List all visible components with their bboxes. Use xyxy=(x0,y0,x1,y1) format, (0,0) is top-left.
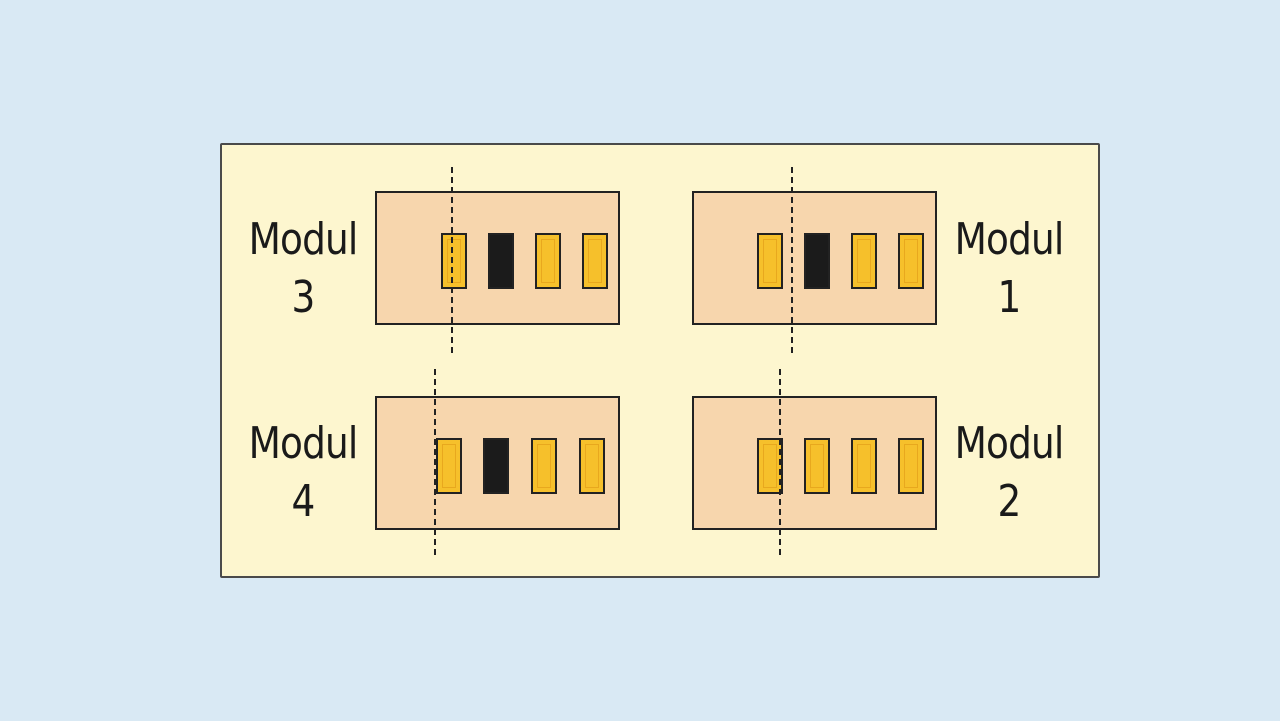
module-1-label: Modul 1 xyxy=(954,211,1065,327)
module-1-switch-block xyxy=(692,191,937,325)
module-1-switch-2[interactable] xyxy=(804,233,830,289)
module-4-switch-1[interactable] xyxy=(436,438,462,494)
module-3-switch-4[interactable] xyxy=(582,233,608,289)
module-4-label: Modul 4 xyxy=(248,415,359,531)
module-2-label-number: 2 xyxy=(997,476,1022,527)
module-3-label-name: Modul xyxy=(248,214,359,265)
module-2-reference-line xyxy=(779,369,781,555)
module-3-switch-2[interactable] xyxy=(488,233,514,289)
module-3-switch-1[interactable] xyxy=(441,233,467,289)
module-3-reference-line xyxy=(451,167,453,353)
dip-switch-panel: Modul 3 Modul 1 Modul 4 xyxy=(220,143,1100,578)
module-4-reference-line xyxy=(434,369,436,555)
module-3-label: Modul 3 xyxy=(248,211,359,327)
module-4-label-name: Modul xyxy=(248,418,359,469)
module-4-switch-3[interactable] xyxy=(531,438,557,494)
module-2-switch-block xyxy=(692,396,937,530)
module-1-reference-line xyxy=(791,167,793,353)
module-1-label-name: Modul xyxy=(954,214,1065,265)
module-3-switch-3[interactable] xyxy=(535,233,561,289)
module-4-label-number: 4 xyxy=(291,476,316,527)
module-1-switch-3[interactable] xyxy=(851,233,877,289)
module-4-switch-2[interactable] xyxy=(483,438,509,494)
module-2-label-name: Modul xyxy=(954,418,1065,469)
module-1-switch-4[interactable] xyxy=(898,233,924,289)
module-2-switch-3[interactable] xyxy=(851,438,877,494)
module-2-label: Modul 2 xyxy=(954,415,1065,531)
module-1-label-number: 1 xyxy=(997,272,1022,323)
module-2-switch-4[interactable] xyxy=(898,438,924,494)
module-1-switch-1[interactable] xyxy=(757,233,783,289)
module-3-label-number: 3 xyxy=(291,272,316,323)
module-2-switch-2[interactable] xyxy=(804,438,830,494)
module-4-switch-block xyxy=(375,396,620,530)
module-2-switch-1[interactable] xyxy=(757,438,783,494)
module-4-switch-4[interactable] xyxy=(579,438,605,494)
module-3-switch-block xyxy=(375,191,620,325)
